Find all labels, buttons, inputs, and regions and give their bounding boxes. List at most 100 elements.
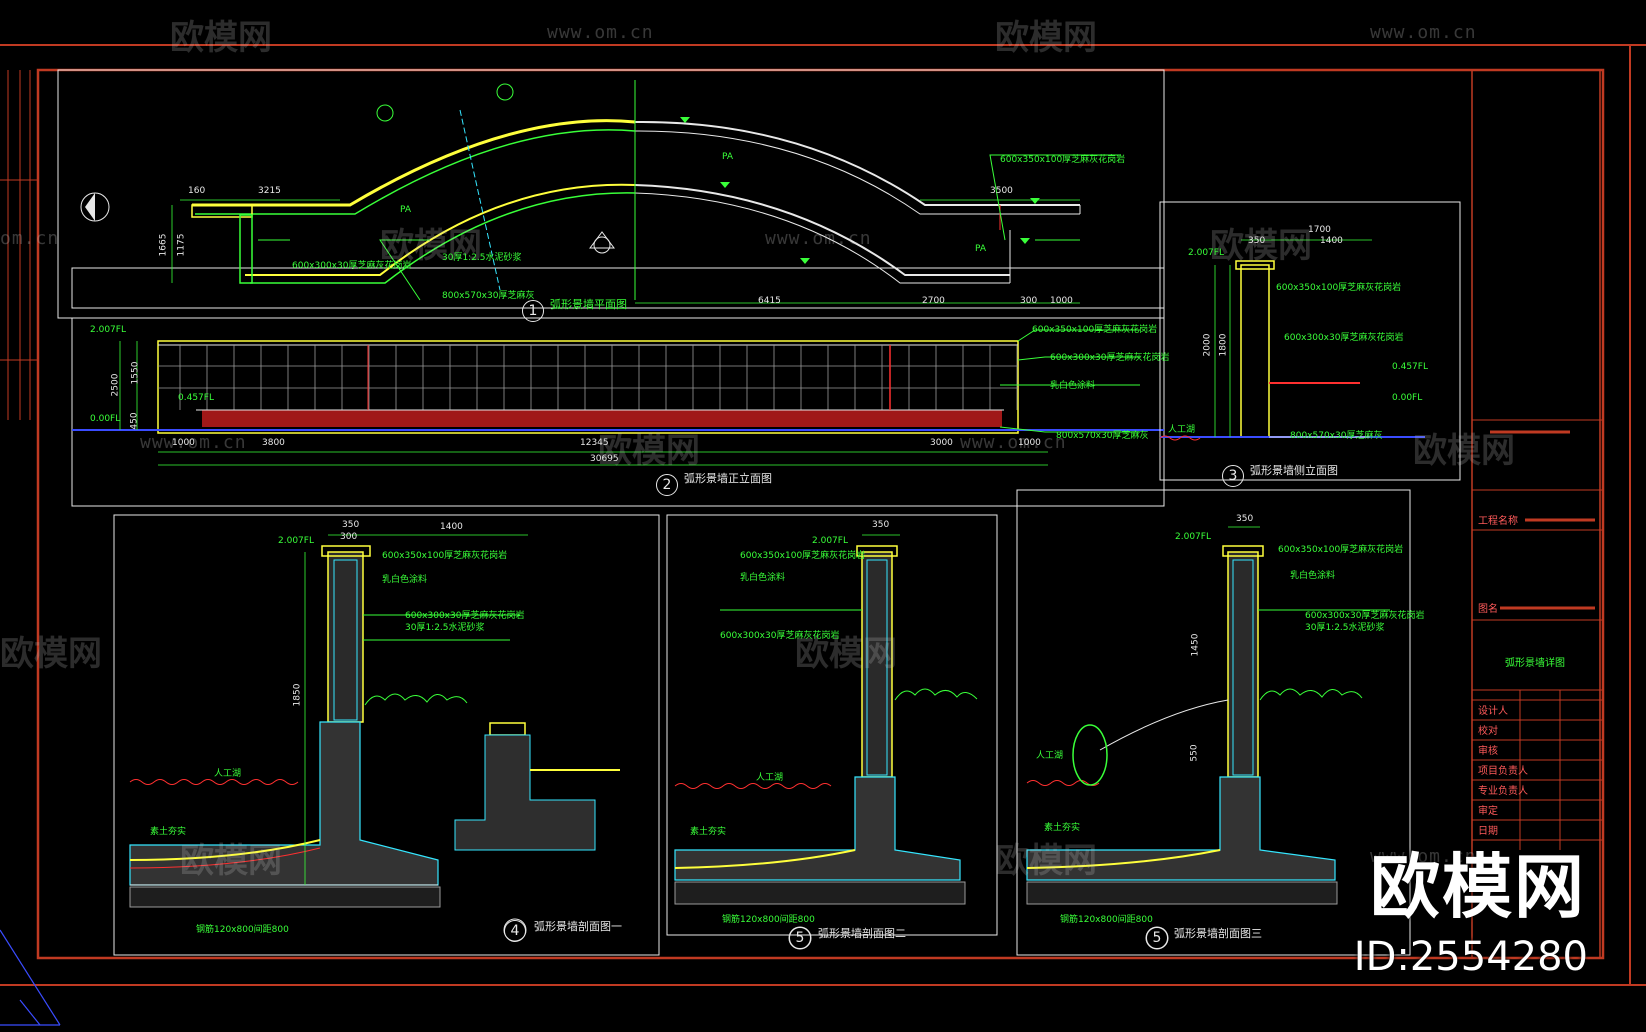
footing-label: 钢筋120x800间距800 — [1060, 915, 1153, 925]
dim-label: 6415 — [758, 296, 781, 306]
titleblock-drawing-name: 图名 — [1478, 604, 1498, 615]
material-label: 800x570x30厚芝麻灰 — [1290, 431, 1383, 441]
dim-label: 1000 — [172, 438, 195, 448]
watermark-url: www.om.cn — [547, 22, 654, 43]
dim-label: 3215 — [258, 186, 281, 196]
dim-label: 1000 — [1018, 438, 1041, 448]
dim-label: 2000 — [1202, 333, 1213, 357]
drawing-title-section-1: 弧形景墙剖面图一 — [534, 920, 622, 933]
dim-label: 350 — [872, 520, 890, 530]
section-3-drawing — [1026, 526, 1390, 950]
watermark-url-short: om.cn — [0, 228, 60, 249]
drawing-number-plan: 1 — [522, 300, 544, 322]
dim-label: 1700 — [1308, 225, 1331, 235]
front-elevation — [71, 317, 1165, 507]
drawing-number-section-1: 4 — [504, 920, 526, 942]
level-label: 0.00FL — [90, 414, 121, 424]
titleblock-checker: 校对 — [1478, 726, 1498, 737]
titleblock-approver: 审定 — [1478, 806, 1498, 817]
drawing-number-side-elevation: 3 — [1222, 465, 1244, 487]
drawing-number-section-2: 5 — [789, 927, 811, 949]
brand-id: ID:2554280 — [1353, 934, 1588, 980]
level-label: 2.007FL — [1188, 248, 1224, 258]
drawing-title-side-elevation: 弧形景墙侧立面图 — [1250, 464, 1338, 477]
water-label: 人工湖 — [1036, 751, 1064, 761]
watermark-url: www.om.cn — [1370, 846, 1477, 867]
titleblock-date: 日期 — [1478, 826, 1498, 837]
level-label: 2.007FL — [278, 536, 314, 546]
dim-label: 300 — [1020, 296, 1038, 306]
titleblock-project: 工程名称 — [1478, 516, 1518, 527]
level-label: 0.457FL — [1392, 362, 1428, 372]
material-label: 600x300x30厚芝麻灰花岗岩 — [292, 261, 412, 271]
material-label: 600x300x30厚芝麻灰花岗岩 — [1050, 353, 1170, 363]
level-label: 2.007FL — [812, 536, 848, 546]
section-1-drawing — [129, 534, 620, 942]
titleblock-drawing-title: 弧形景墙详图 — [1505, 658, 1565, 669]
level-label: 2.007FL — [1175, 532, 1211, 542]
watermark-url: www.om.cn — [140, 432, 247, 453]
material-label: 600x350x100厚芝麻灰花岗岩 — [382, 551, 508, 561]
section-2-drawing — [674, 534, 978, 950]
material-label: 800x570x30厚芝麻灰 — [442, 291, 535, 301]
drawing-title-section-3: 弧形景墙剖面图三 — [1174, 927, 1262, 940]
material-label: 600x350x100厚芝麻灰花岗岩 — [1000, 155, 1126, 165]
footing-label: 钢筋120x800间距800 — [196, 925, 289, 935]
material-label: 乳白色涂料 — [740, 573, 786, 583]
titleblock-project-lead: 项目负责人 — [1478, 766, 1528, 777]
material-label: 600x300x30厚芝麻灰花岗岩 — [1305, 611, 1425, 621]
material-label: 600x300x30厚芝麻灰花岗岩 — [720, 631, 840, 641]
water-label: 人工湖 — [214, 769, 242, 779]
dim-label: 160 — [188, 186, 206, 196]
dim-label: 1400 — [440, 522, 463, 532]
area-label-pa: PA — [975, 244, 987, 254]
material-label: 600x350x100厚芝麻灰花岗岩 — [1032, 325, 1158, 335]
drawing-title-plan: 弧形景墙平面图 — [550, 298, 627, 311]
watermark-url: www.om.cn — [1370, 22, 1477, 43]
dim-label: 30695 — [590, 454, 619, 464]
dim-label: 450 — [129, 412, 140, 430]
titleblock-designer: 设计人 — [1478, 706, 1508, 717]
drawing-frame — [0, 44, 1646, 986]
dim-label: 3000 — [930, 438, 953, 448]
titleblock-reviewer: 审核 — [1478, 746, 1498, 757]
material-label: 800x570x30厚芝麻灰 — [1056, 431, 1149, 441]
dim-label: 1000 — [1050, 296, 1073, 306]
area-label-pa: PA — [722, 152, 734, 162]
dim-label: 1800 — [1218, 333, 1229, 357]
level-label: 2.007FL — [90, 325, 126, 335]
water-label: 人工湖 — [756, 773, 784, 783]
corner-arrow — [0, 929, 61, 1026]
soil-label: 素土夯实 — [690, 827, 727, 837]
material-label: 600x350x100厚芝麻灰花岗岩 — [1276, 283, 1402, 293]
dim-label: 3800 — [262, 438, 285, 448]
watermark-url: www.om.cn — [960, 432, 1067, 453]
dim-label: 1400 — [1320, 236, 1343, 246]
material-label: 30厚1:2.5水泥砂浆 — [405, 623, 485, 633]
material-label: 30厚1:2.5水泥砂浆 — [1305, 623, 1385, 633]
dim-label: 2700 — [922, 296, 945, 306]
dim-label: 12345 — [580, 438, 609, 448]
drawing-number-section-3: 5 — [1146, 927, 1168, 949]
dim-label: 1665 — [158, 233, 169, 257]
dim-label: 350 — [342, 520, 360, 530]
material-label: 600x350x100厚芝麻灰花岗岩 — [1278, 545, 1404, 555]
dim-label: 300 — [340, 532, 358, 542]
level-label: 0.457FL — [178, 393, 214, 403]
dim-label: 3500 — [990, 186, 1013, 196]
material-label: 600x300x30厚芝麻灰花岗岩 — [1284, 333, 1404, 343]
side-elevation — [1159, 201, 1461, 481]
water-label: 人工湖 — [1168, 425, 1196, 435]
level-label: 0.00FL — [1392, 393, 1423, 403]
area-label-pa: PA — [400, 205, 412, 215]
watermark-url: www.om.cn — [765, 228, 872, 249]
material-label: 30厚1:2.5水泥砂浆 — [442, 253, 522, 263]
drawing-title-section-2: 弧形景墙剖面图二 — [818, 927, 906, 940]
dim-label: 1550 — [130, 361, 141, 385]
titleblock-discipline-lead: 专业负责人 — [1478, 786, 1528, 797]
dim-label: 1850 — [292, 683, 303, 707]
dim-label: 550 — [1189, 744, 1200, 762]
dim-label: 1450 — [1190, 633, 1201, 657]
dim-label: 350 — [1248, 236, 1266, 246]
